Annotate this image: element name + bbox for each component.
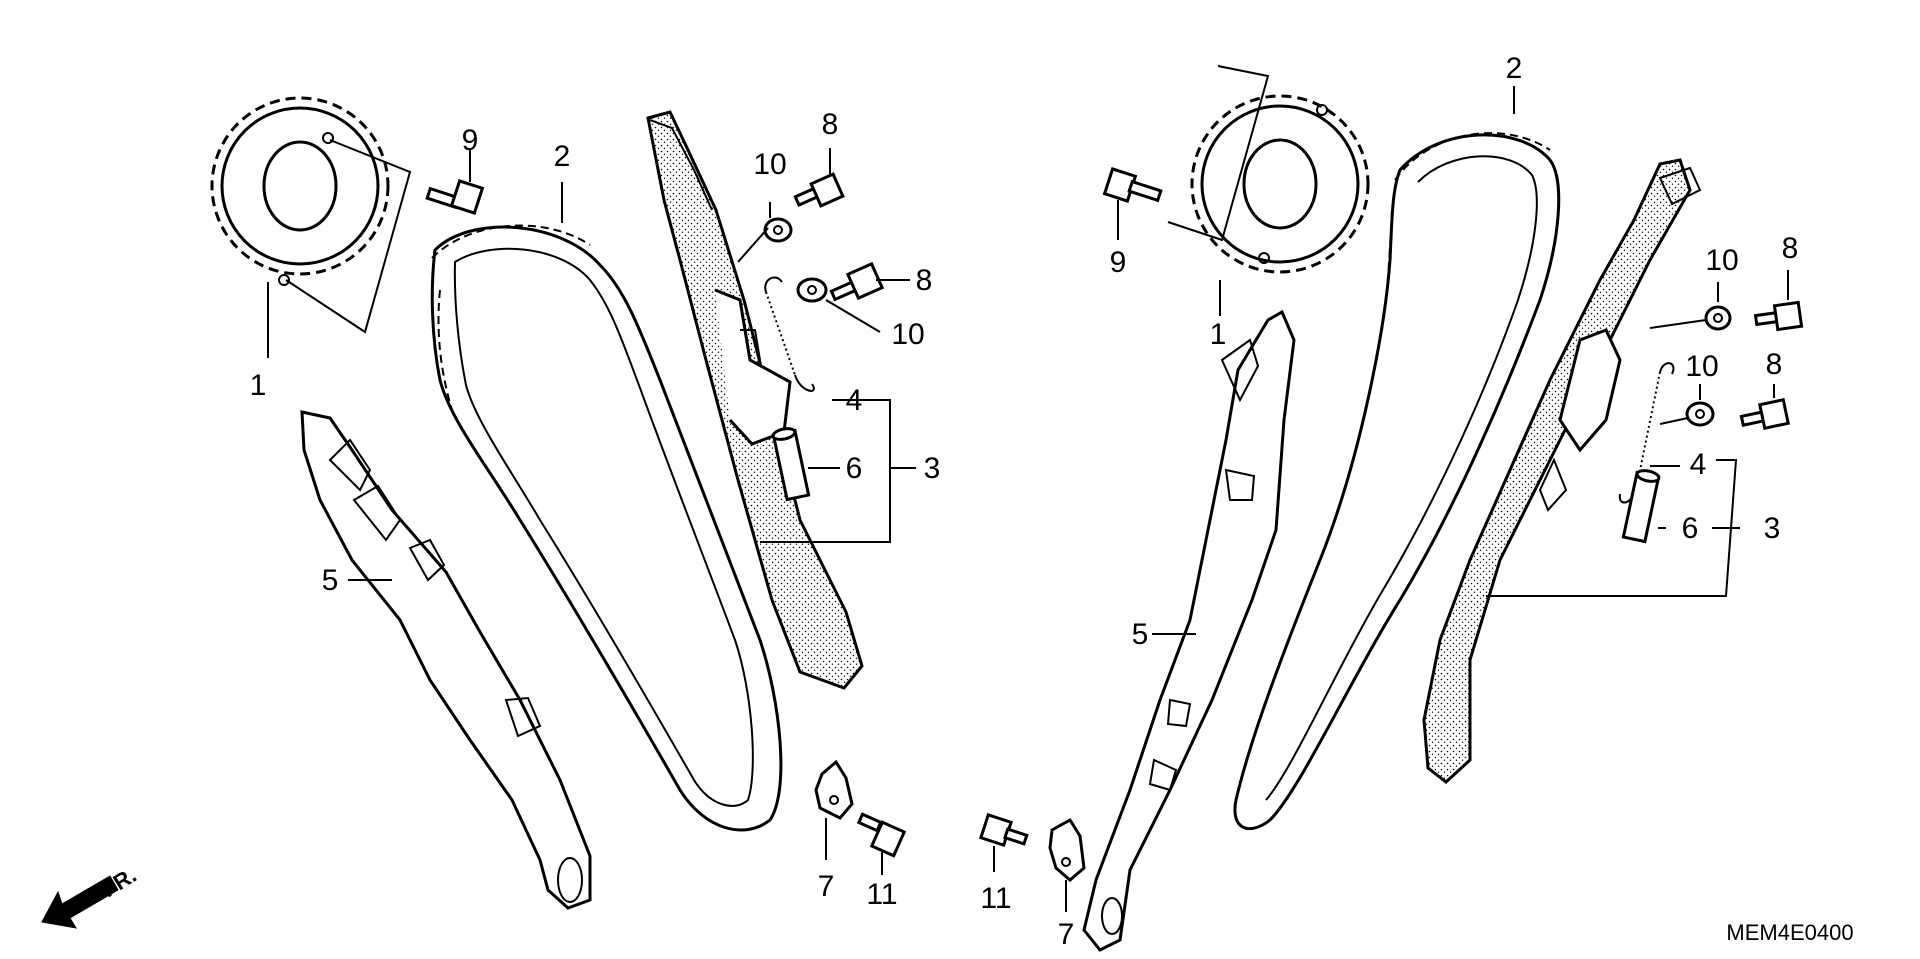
left-washer-upper (763, 217, 793, 243)
right-label-2: 2 (1506, 52, 1523, 85)
right-guide-bolt (978, 812, 1029, 848)
right-washer-lower (1685, 401, 1715, 427)
right-guide-bracket (1048, 817, 1086, 882)
right-assembly: 1 2 3 4 5 6 7 8 8 9 10 10 11 (978, 52, 1804, 952)
left-label-10-upper: 10 (753, 148, 786, 181)
right-label-4: 4 (1690, 448, 1707, 481)
right-label-8-lower: 8 (1766, 348, 1783, 381)
left-label-8-lower: 8 (916, 264, 933, 297)
left-tensioner-arm (646, 110, 864, 690)
left-cam-sprocket (210, 96, 390, 286)
left-label-1: 1 (250, 369, 267, 402)
right-label-10-upper: 10 (1705, 244, 1738, 277)
left-label-11: 11 (866, 878, 897, 911)
left-guide-bolt (856, 812, 907, 858)
right-bolt-lower (1739, 397, 1791, 431)
left-label-4: 4 (846, 384, 863, 417)
right-label-6: 6 (1682, 512, 1699, 545)
left-bolt-lower (829, 261, 885, 302)
right-label-7: 7 (1058, 918, 1075, 951)
left-label-6: 6 (846, 452, 863, 485)
front-arrow-icon (41, 875, 119, 929)
right-chain-guide (1082, 309, 1296, 952)
left-sprocket-bolt (425, 179, 485, 215)
right-tensioner-arm (1422, 158, 1702, 784)
left-tensioner-spring (764, 276, 815, 392)
right-label-9: 9 (1110, 246, 1127, 279)
left-label-10-lower: 10 (891, 318, 924, 351)
right-cam-sprocket (1190, 94, 1370, 274)
front-direction-indicator: FR. (41, 862, 141, 929)
left-sprocket-bolt-bracket-line (285, 139, 412, 334)
left-tensioner-bracket-line (760, 399, 891, 543)
left-cam-chain (430, 224, 783, 832)
right-washer-upper (1704, 305, 1732, 331)
right-sprocket-bolt (1102, 167, 1163, 203)
left-pivot-pin (771, 427, 811, 502)
left-label-8-upper: 8 (822, 108, 839, 141)
left-washer-lower (796, 277, 828, 303)
left-label-5: 5 (322, 564, 339, 597)
right-label-3: 3 (1764, 512, 1781, 545)
right-sprocket-bolt-bracket-line (1167, 65, 1270, 242)
left-bolt-upper (793, 172, 845, 208)
right-label-11: 11 (980, 882, 1011, 915)
right-cam-chain (1233, 132, 1561, 831)
left-label-7: 7 (818, 870, 835, 903)
right-label-8-upper: 8 (1782, 232, 1799, 265)
left-assembly: 1 2 3 4 5 6 7 8 8 9 10 10 11 (210, 96, 941, 911)
right-label-5: 5 (1132, 618, 1149, 651)
right-pivot-pin (1621, 469, 1661, 544)
right-label-10-lower: 10 (1685, 350, 1718, 383)
left-label-9: 9 (462, 124, 479, 157)
diagram-reference-code: MEM4E0400 (1726, 920, 1853, 945)
right-bolt-upper (1753, 300, 1804, 332)
right-label-1: 1 (1210, 318, 1227, 351)
left-label-3: 3 (924, 452, 941, 485)
left-label-2: 2 (554, 140, 571, 173)
left-guide-bracket (814, 759, 854, 820)
